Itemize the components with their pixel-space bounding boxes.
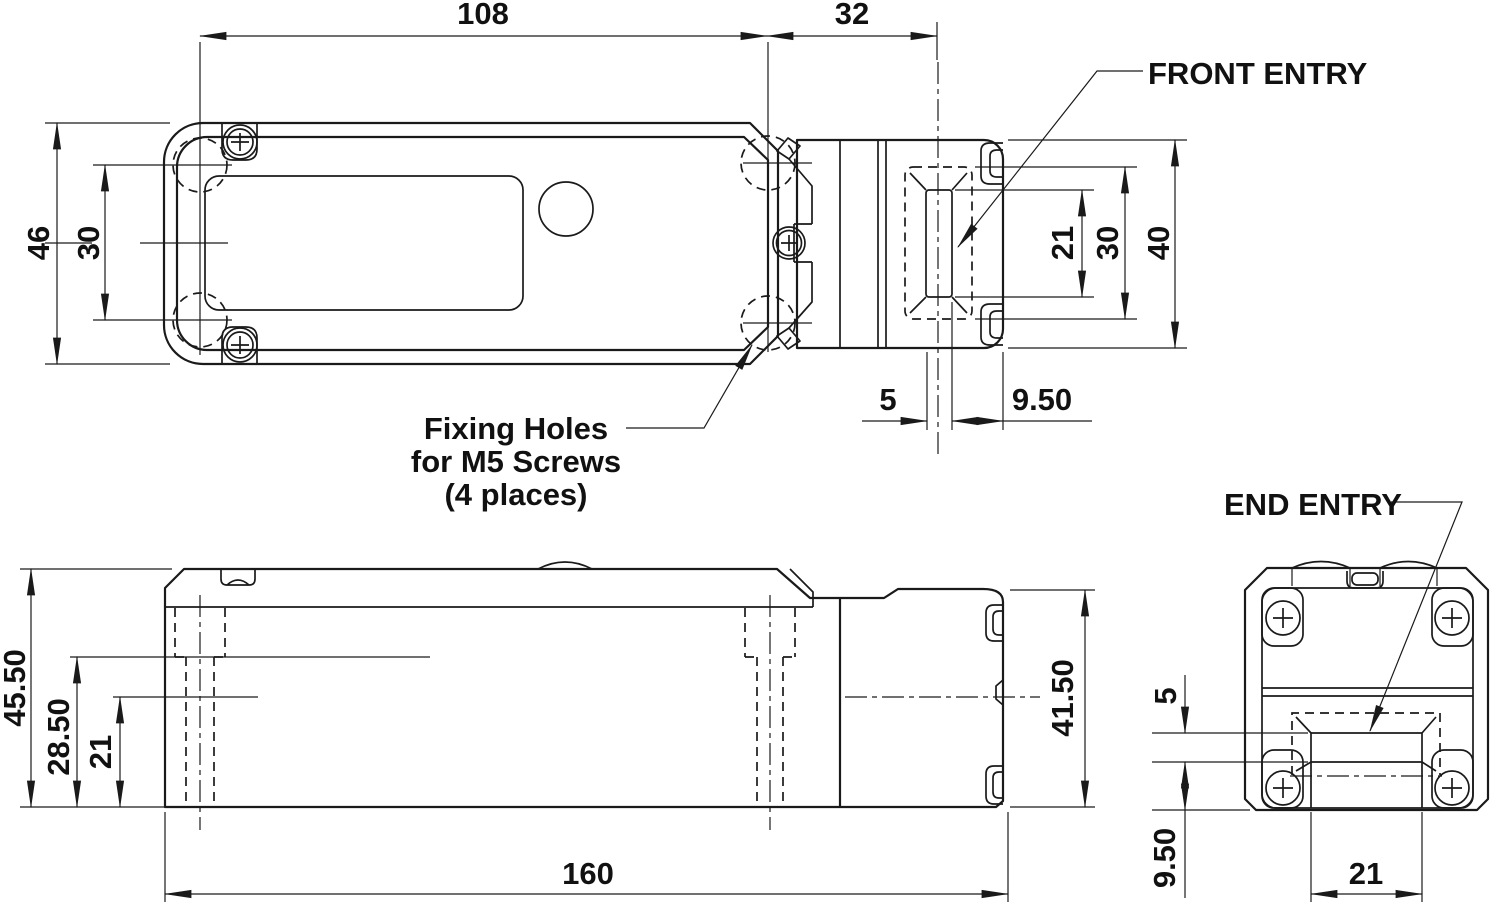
top-neck-wing-lower — [776, 327, 801, 350]
dim-end-bottom-offset: 9.50 — [1147, 828, 1182, 888]
side-view: 45.50 28.50 21 160 41.50 — [0, 561, 1095, 902]
top-neck-edges — [788, 158, 813, 329]
dim-end-slot-height: 5 — [1148, 687, 1183, 704]
end-top-notch — [1346, 571, 1384, 589]
dim-top-slot-offset: 9.50 — [1012, 382, 1072, 417]
dim-side-length: 160 — [562, 856, 614, 891]
side-dome — [537, 561, 593, 570]
top-entry-inner — [925, 189, 953, 298]
end-screw-plate — [1261, 749, 1304, 809]
side-top-notch — [220, 569, 256, 586]
screw-icon — [222, 124, 258, 160]
screw-icon — [1434, 770, 1470, 806]
end-extension-lines — [1152, 732, 1423, 902]
end-top-notch-inner — [1351, 572, 1379, 586]
end-entry-label: END ENTRY — [1224, 487, 1402, 522]
top-extension-lines — [45, 122, 1187, 430]
end-domes — [1291, 560, 1438, 569]
top-screw-tab-upper — [221, 123, 258, 161]
dim-end-slot-width: 21 — [1349, 856, 1383, 891]
dim-side-counterbore: 28.50 — [41, 698, 76, 776]
dim-side-entry-center: 21 — [83, 735, 118, 769]
screw-icon — [1265, 770, 1301, 806]
top-head-tab-lower — [980, 303, 1003, 346]
side-counterbore-right — [744, 608, 796, 807]
fixing-holes-label-line2: for M5 Screws — [411, 444, 621, 479]
dim-top-slot-inner: 21 — [1045, 226, 1080, 260]
end-view: 5 9.50 21 END ENTRY — [1147, 487, 1490, 902]
top-lid-outline — [175, 135, 770, 352]
dim-top-head-length: 32 — [835, 0, 869, 31]
end-screw-plate — [1261, 587, 1304, 647]
end-screw-plate — [1431, 587, 1474, 647]
front-entry-label: FRONT ENTRY — [1148, 56, 1368, 91]
end-dome-sides — [1291, 568, 1438, 586]
dim-top-hole-spacing: 30 — [71, 226, 106, 260]
top-neck-wing-upper — [776, 137, 801, 160]
top-label-recess — [204, 175, 524, 311]
dim-top-slot-outer: 30 — [1090, 226, 1125, 260]
side-extension-lines — [20, 568, 1095, 902]
top-head-joints — [839, 140, 887, 348]
end-entry-leader — [1369, 501, 1463, 733]
top-head-outline — [795, 138, 1005, 350]
side-tab-upper — [985, 604, 1003, 642]
side-lid-chamfer-inner — [789, 568, 814, 607]
dim-side-head-height: 41.50 — [1045, 659, 1080, 737]
front-entry-leader — [957, 70, 1143, 248]
fixing-holes-leader — [626, 343, 753, 429]
screw-icon — [772, 226, 806, 260]
top-body-outline — [162, 121, 780, 366]
side-edge-step — [995, 679, 1004, 706]
dim-top-width: 46 — [21, 226, 56, 260]
dim-top-length: 108 — [457, 0, 509, 31]
side-tab-lower — [985, 765, 1003, 805]
top-centermarks — [45, 22, 938, 355]
end-outline — [1243, 566, 1490, 812]
top-head-tab-upper — [980, 142, 1003, 185]
end-entry-walls — [1310, 762, 1423, 808]
dim-top-head-width: 40 — [1141, 226, 1176, 260]
fixing-holes-label-line3: (4 places) — [444, 477, 587, 512]
end-entry-chamfers — [1295, 716, 1437, 772]
dim-side-height: 45.50 — [0, 649, 32, 727]
screw-icon — [1265, 600, 1301, 636]
side-outline — [163, 567, 1005, 809]
end-entry-outer — [1291, 712, 1441, 775]
screw-icon — [222, 327, 258, 363]
top-screw-tab-lower — [221, 326, 258, 364]
fixing-holes-label-line1: Fixing Holes — [424, 411, 608, 446]
top-view: 108 32 46 30 21 30 40 5 9.50 FRONT ENTRY… — [21, 0, 1368, 512]
dim-top-lip: 5 — [879, 382, 896, 417]
end-mid-lines — [1262, 687, 1473, 697]
top-entry-chamfers — [909, 172, 968, 314]
end-screw-plate — [1431, 749, 1474, 809]
screw-icon — [1434, 600, 1470, 636]
end-entry-inner — [1310, 732, 1423, 763]
top-lid-hole — [538, 181, 594, 237]
